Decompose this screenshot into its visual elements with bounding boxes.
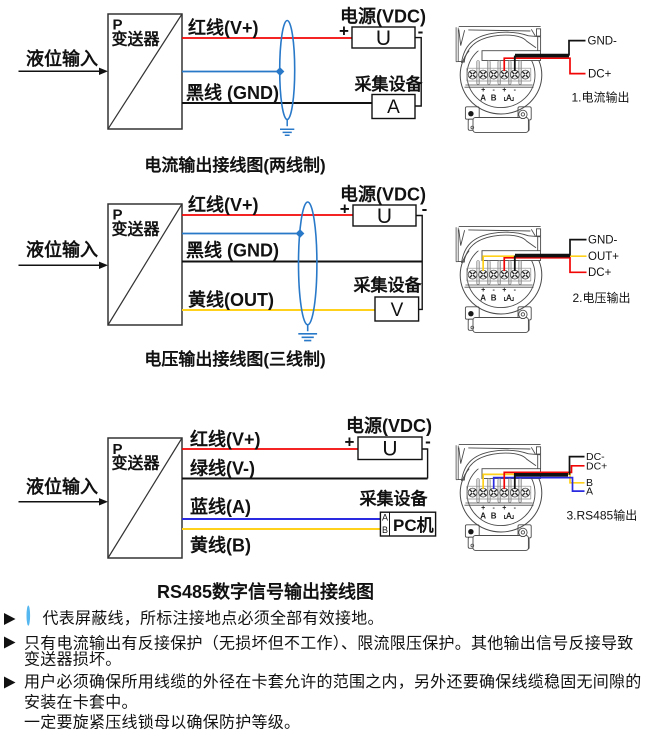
svg-text:变送器损坏。: 变送器损坏。 bbox=[24, 651, 122, 669]
svg-text:黄线(B): 黄线(B) bbox=[190, 535, 251, 556]
svg-text:变送器: 变送器 bbox=[112, 453, 161, 472]
svg-text:A: A bbox=[387, 97, 400, 118]
svg-text:红线(V+): 红线(V+) bbox=[188, 17, 259, 38]
svg-text:GND-: GND- bbox=[588, 35, 618, 47]
svg-text:-: - bbox=[422, 200, 428, 219]
svg-text:1.电流输出: 1.电流输出 bbox=[572, 90, 630, 105]
svg-text:+: + bbox=[339, 22, 349, 41]
svg-text:电流输出接线图(两线制): 电流输出接线图(两线制) bbox=[144, 155, 325, 175]
svg-text:+: + bbox=[345, 433, 355, 452]
svg-text:代表屏蔽线，所标注接地点必须全部有效接地。: 代表屏蔽线，所标注接地点必须全部有效接地。 bbox=[43, 610, 384, 628]
svg-text:液位输入: 液位输入 bbox=[26, 476, 98, 497]
svg-text:DC+: DC+ bbox=[586, 460, 607, 472]
svg-text:只有电流输出有反接保护（无损坏但不工作）、限流限压保护。其他: 只有电流输出有反接保护（无损坏但不工作）、限流限压保护。其他输出信号反接导致 bbox=[24, 635, 634, 653]
svg-text:U: U bbox=[382, 437, 397, 460]
svg-text:B: B bbox=[586, 477, 593, 489]
svg-text:-: - bbox=[418, 22, 424, 41]
svg-text:PC机: PC机 bbox=[393, 515, 434, 535]
svg-text:A: A bbox=[382, 513, 388, 523]
svg-text:一定要旋紧压线锁母以确保防护等级。: 一定要旋紧压线锁母以确保防护等级。 bbox=[24, 714, 300, 732]
svg-text:黑线 (GND): 黑线 (GND) bbox=[186, 240, 279, 261]
svg-text:2.电压输出: 2.电压输出 bbox=[573, 290, 631, 305]
svg-text:采集设备: 采集设备 bbox=[353, 275, 423, 295]
svg-text:U: U bbox=[377, 205, 392, 228]
svg-text:RS485数字信号输出接线图: RS485数字信号输出接线图 bbox=[157, 581, 374, 602]
svg-text:电源(VDC): 电源(VDC) bbox=[340, 5, 426, 26]
svg-text:P: P bbox=[113, 207, 123, 224]
svg-text:变送器: 变送器 bbox=[112, 219, 161, 238]
svg-text:液位输入: 液位输入 bbox=[26, 239, 98, 260]
svg-text:绿线(V-): 绿线(V-) bbox=[190, 458, 255, 479]
svg-text:A: A bbox=[586, 486, 593, 498]
svg-text:红线(V+): 红线(V+) bbox=[188, 194, 259, 215]
svg-text:蓝线(A): 蓝线(A) bbox=[190, 496, 251, 517]
svg-text:变送器: 变送器 bbox=[112, 29, 161, 48]
svg-text:B: B bbox=[382, 525, 388, 535]
svg-text:DC+: DC+ bbox=[588, 68, 612, 80]
svg-text:电源(VDC): 电源(VDC) bbox=[346, 415, 432, 436]
svg-text:用户必须确保所用线缆的外径在卡套允许的范围之内，另外还要确保: 用户必须确保所用线缆的外径在卡套允许的范围之内，另外还要确保线缆稳固无间隙的 bbox=[24, 673, 642, 691]
svg-text:安装在卡套中。: 安装在卡套中。 bbox=[24, 694, 138, 712]
svg-text:V: V bbox=[391, 300, 404, 321]
svg-text:电压输出接线图(三线制): 电压输出接线图(三线制) bbox=[144, 349, 325, 369]
svg-text:GND-: GND- bbox=[588, 234, 618, 246]
svg-text:采集设备: 采集设备 bbox=[359, 489, 429, 509]
svg-text:采集设备: 采集设备 bbox=[354, 74, 424, 94]
svg-text:液位输入: 液位输入 bbox=[26, 48, 98, 69]
svg-text:DC+: DC+ bbox=[588, 267, 612, 279]
svg-text:OUT+: OUT+ bbox=[588, 251, 619, 263]
svg-text:3.RS485输出: 3.RS485输出 bbox=[567, 508, 638, 523]
svg-text:电源(VDC): 电源(VDC) bbox=[340, 184, 426, 205]
svg-text:+: + bbox=[340, 200, 350, 219]
svg-text:黑线 (GND): 黑线 (GND) bbox=[186, 82, 279, 103]
svg-text:红线(V+): 红线(V+) bbox=[190, 429, 261, 450]
svg-text:P: P bbox=[113, 17, 123, 34]
svg-text:黄线(OUT): 黄线(OUT) bbox=[188, 289, 274, 310]
svg-text:-: - bbox=[425, 432, 431, 451]
svg-text:U: U bbox=[376, 27, 391, 50]
svg-text:DC-: DC- bbox=[586, 451, 605, 463]
svg-text:P: P bbox=[113, 441, 123, 458]
